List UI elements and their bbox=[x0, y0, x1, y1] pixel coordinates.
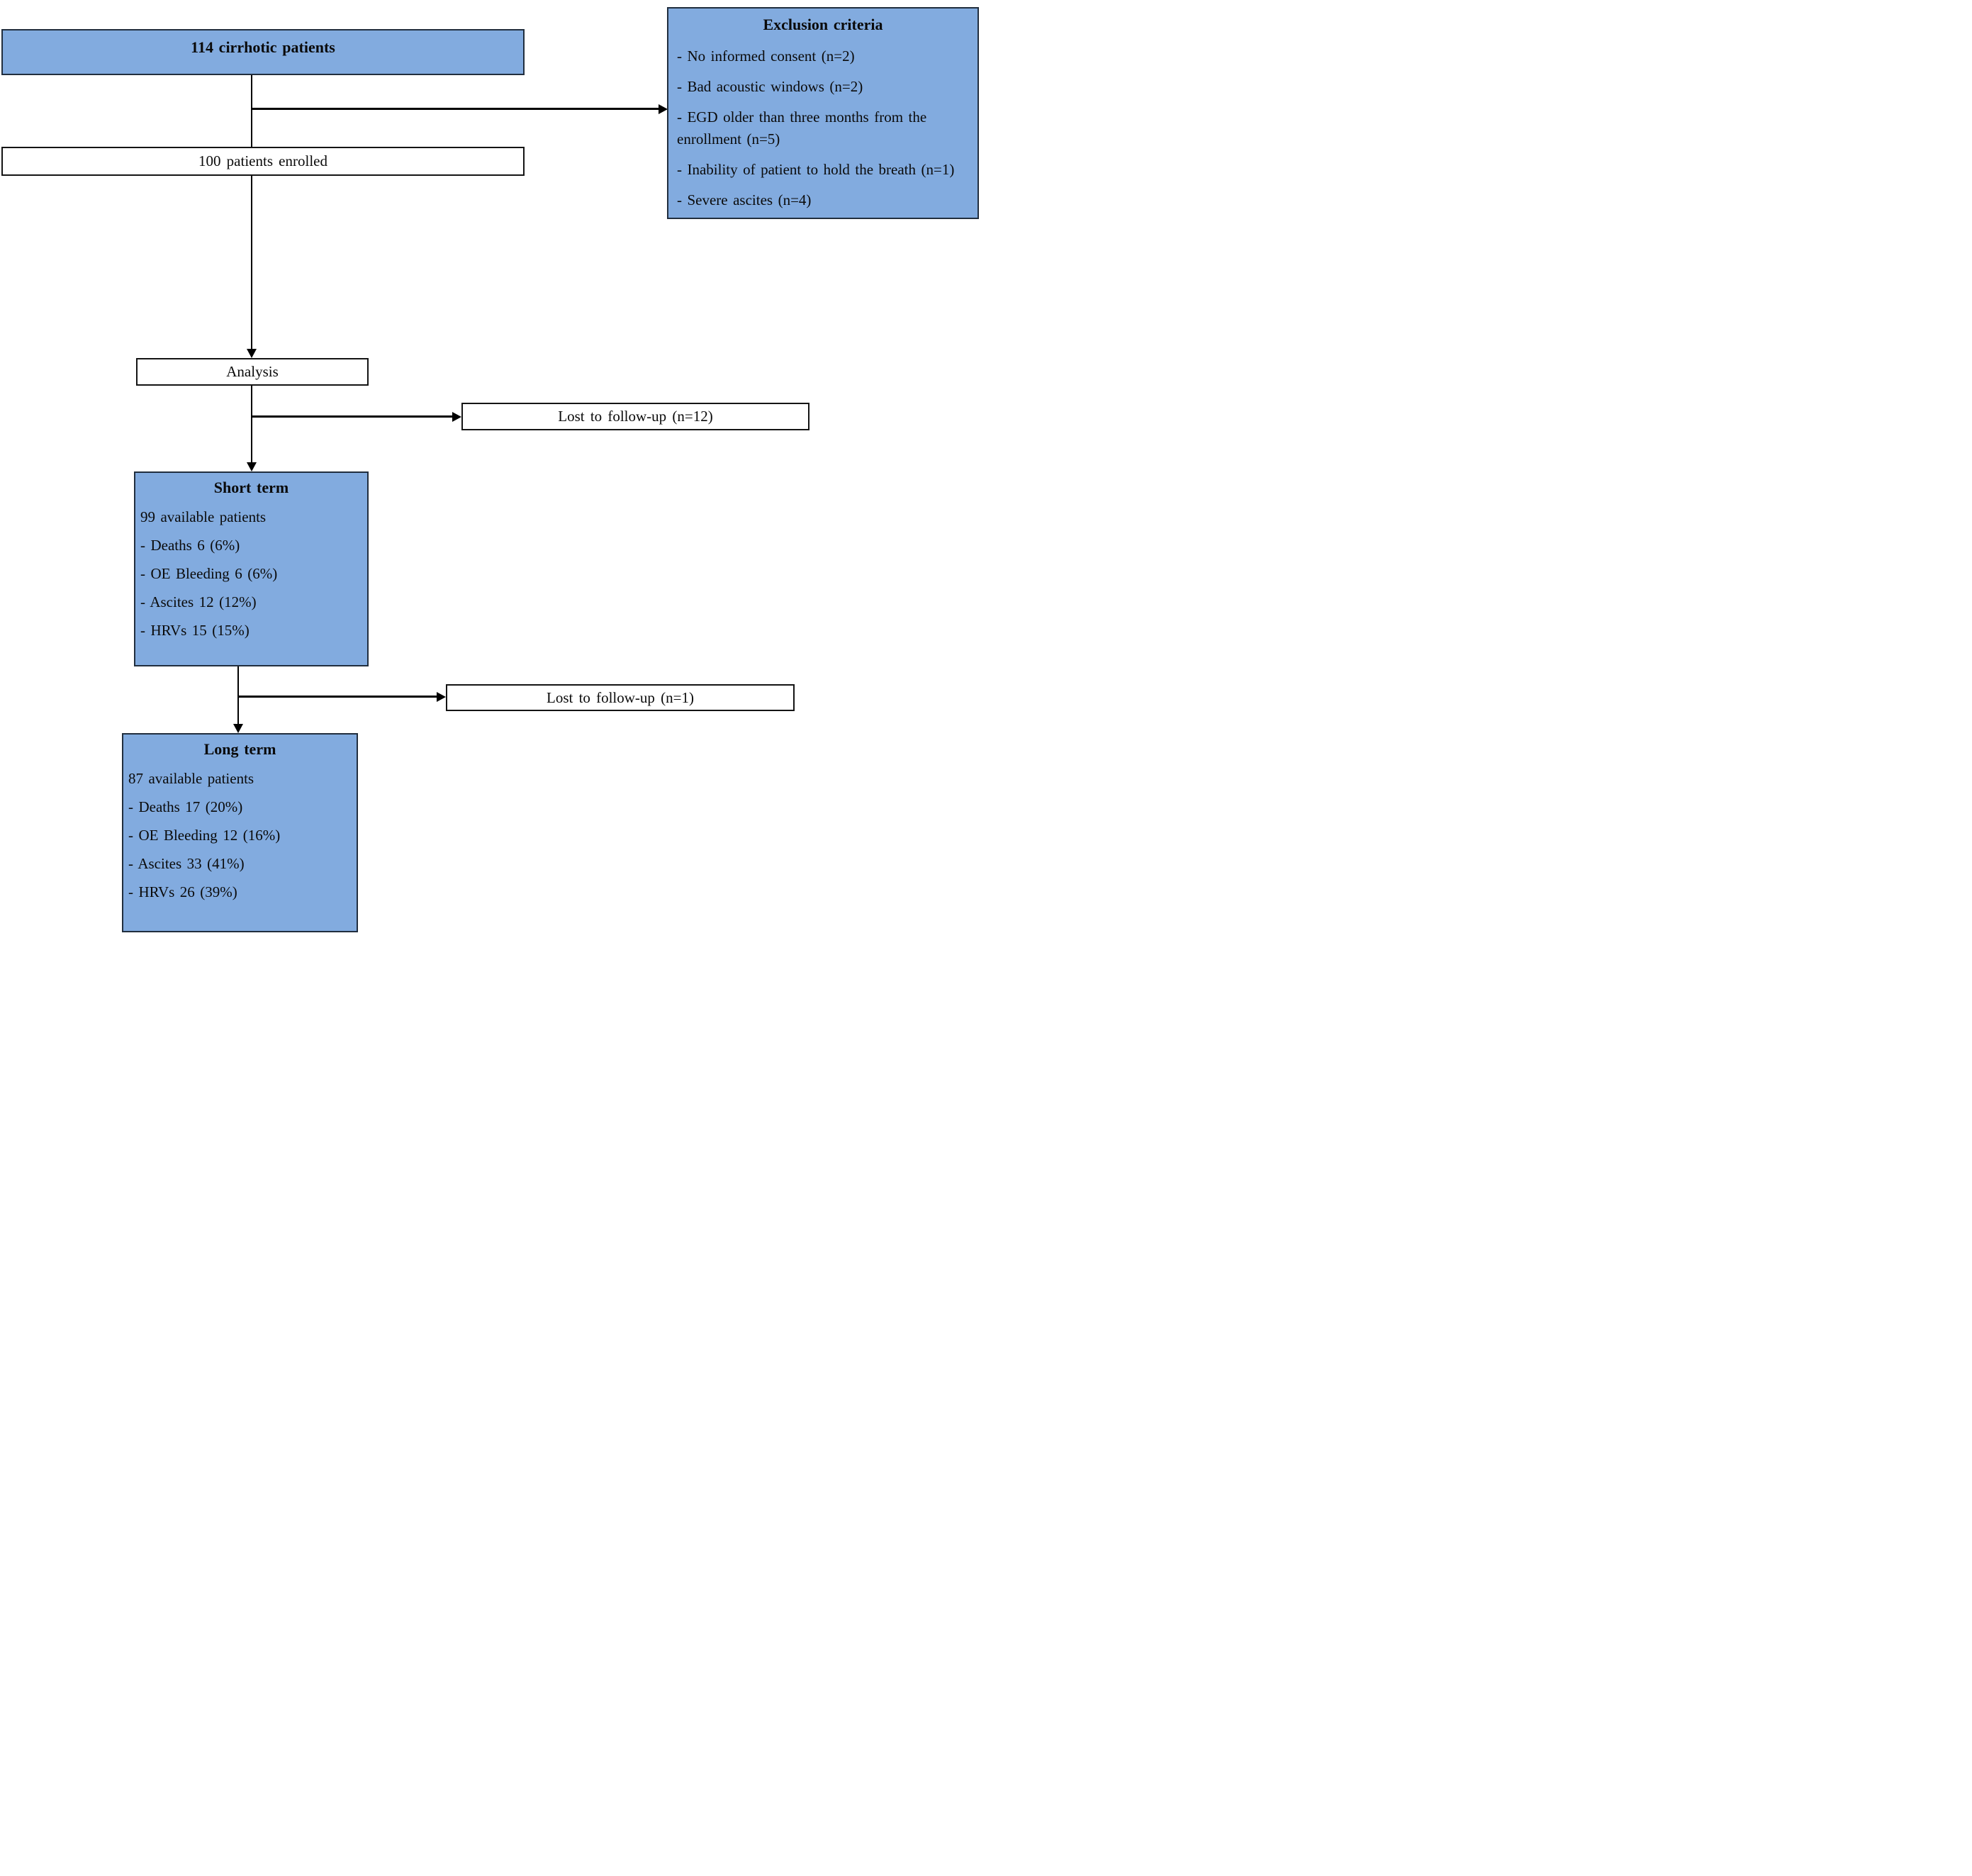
short-term-line: - Ascites 12 (12%) bbox=[140, 593, 257, 610]
arrowhead-to-analysis bbox=[247, 349, 257, 358]
analysis-label: Analysis bbox=[226, 363, 279, 380]
long-term-line: - HRVs 26 (39%) bbox=[128, 883, 237, 900]
exclusion-item: - Severe ascites (n=4) bbox=[677, 191, 812, 208]
short-term-line: - HRVs 15 (15%) bbox=[140, 622, 250, 639]
node-lost-to-followup-1: Lost to follow-up (n=1) bbox=[446, 684, 795, 711]
lost-to-followup-1-label: Lost to follow-up (n=1) bbox=[547, 688, 694, 706]
lost-to-followup-12-label: Lost to follow-up (n=12) bbox=[558, 408, 713, 425]
connector-analysis-to-short-term bbox=[251, 386, 252, 463]
short-term-line: - Deaths 6 (6%) bbox=[140, 537, 240, 554]
short-term-line: - OE Bleeding 6 (6%) bbox=[140, 565, 278, 582]
connector-branch-to-lost-12 bbox=[252, 415, 454, 418]
short-term-line: 99 available patients bbox=[140, 508, 267, 525]
long-term-line: 87 available patients bbox=[128, 770, 254, 787]
arrowhead-to-lost-1 bbox=[437, 692, 446, 702]
long-term-line: - Deaths 17 (20%) bbox=[128, 798, 243, 815]
node-analysis: Analysis bbox=[136, 358, 369, 386]
patients-enrolled-label: 100 patients enrolled bbox=[198, 152, 327, 169]
exclusion-criteria-title: Exclusion criteria bbox=[763, 16, 883, 33]
connector-branch-to-lost-1 bbox=[238, 696, 438, 698]
node-short-term: Short term 99 available patients - Death… bbox=[134, 471, 369, 666]
node-long-term: Long term 87 available patients - Deaths… bbox=[122, 733, 358, 932]
node-cirrhotic-patients: 114 cirrhotic patients bbox=[1, 29, 525, 75]
arrowhead-to-lost-12 bbox=[452, 412, 461, 422]
short-term-title: Short term bbox=[213, 479, 289, 496]
long-term-line: - Ascites 33 (41%) bbox=[128, 855, 245, 872]
connector-enrolled-to-analysis bbox=[251, 176, 252, 350]
long-term-title: Long term bbox=[203, 740, 276, 758]
node-lost-to-followup-12: Lost to follow-up (n=12) bbox=[461, 403, 809, 430]
arrowhead-to-long-term bbox=[233, 724, 243, 733]
exclusion-item: - No informed consent (n=2) bbox=[677, 48, 855, 65]
node-exclusion-criteria: Exclusion criteria - No informed consent… bbox=[667, 7, 979, 219]
node-patients-enrolled: 100 patients enrolled bbox=[1, 147, 525, 176]
connector-branch-to-exclusion bbox=[252, 108, 660, 110]
patient-flow-diagram: 114 cirrhotic patients Exclusion criteri… bbox=[0, 0, 986, 938]
long-term-line: - OE Bleeding 12 (16%) bbox=[128, 827, 281, 844]
exclusion-item: - EGD older than three months from the e… bbox=[677, 108, 927, 147]
exclusion-item: - Bad acoustic windows (n=2) bbox=[677, 78, 863, 95]
connector-cirrhotic-to-enrolled bbox=[251, 75, 252, 147]
exclusion-item: - Inability of patient to hold the breat… bbox=[677, 161, 955, 178]
arrowhead-to-exclusion bbox=[659, 104, 668, 114]
cirrhotic-patients-label: 114 cirrhotic patients bbox=[191, 38, 335, 56]
arrowhead-to-short-term bbox=[247, 462, 257, 471]
